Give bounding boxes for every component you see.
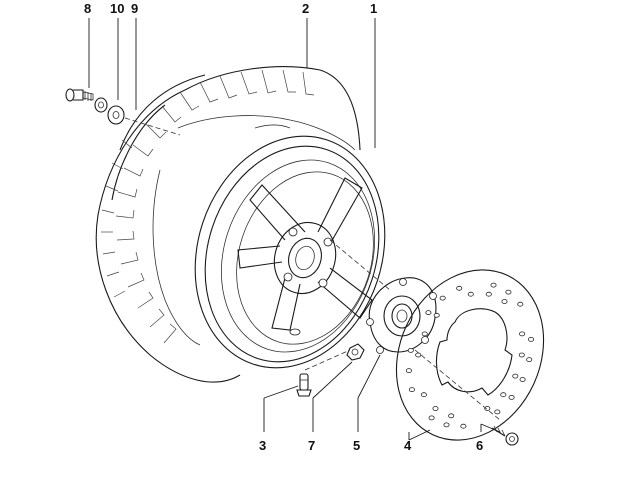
disc-vent-hole (519, 377, 526, 382)
disc-vent-hole (512, 373, 519, 379)
disc-vent-hole (456, 285, 463, 291)
tire (95, 66, 361, 383)
disc-vent-hole (484, 406, 491, 411)
wheel-rim (194, 135, 386, 369)
disc-vent-hole (485, 291, 492, 297)
callout-7: 7 (308, 438, 315, 453)
disc-vent-hole (467, 291, 474, 297)
callout-2: 2 (302, 1, 309, 16)
disc-vent-hole (439, 295, 446, 301)
spring-washer (94, 97, 108, 113)
disc-vent-hole (519, 331, 526, 337)
disc-vent-hole (526, 357, 533, 363)
callout-1: 1 (370, 1, 377, 16)
flat-washer (107, 105, 125, 125)
disc-vent-hole (500, 392, 507, 398)
disc-vent-hole (405, 368, 412, 374)
hub-nut (346, 343, 365, 361)
axis-line (329, 239, 391, 291)
disc-vent-hole (528, 336, 535, 342)
callout-6: 6 (476, 438, 483, 453)
disc-vent-hole (433, 312, 440, 318)
disc-vent-hole (518, 352, 525, 358)
callout-3: 3 (259, 438, 266, 453)
brake-disc (395, 269, 545, 441)
disc-vent-hole (448, 413, 455, 419)
wheel-bolt (65, 88, 94, 102)
tire-valve (296, 373, 312, 397)
callout-8: 8 (84, 1, 91, 16)
disc-vent-hole (428, 415, 435, 421)
disc-vent-hole (508, 394, 515, 400)
disc-vent-hole (494, 409, 501, 415)
disc-vent-hole (408, 387, 415, 393)
disc-vent-hole (443, 422, 450, 428)
disc-vent-hole (517, 301, 524, 307)
disc-vent-hole (432, 406, 439, 411)
callout-4: 4 (404, 438, 412, 453)
callout-5: 5 (353, 438, 360, 453)
hub-flange (366, 277, 437, 354)
axis-line (124, 117, 181, 136)
axis-line (414, 349, 501, 421)
disc-vent-hole (460, 423, 467, 429)
disc-vent-hole (425, 310, 432, 316)
disc-vent-hole (420, 392, 427, 398)
disc-vent-hole (407, 347, 414, 353)
disc-vent-hole (490, 282, 497, 288)
axis-line (304, 349, 351, 371)
disc-vent-hole (501, 299, 508, 304)
callout-9: 9 (131, 1, 138, 16)
disc-vent-hole (421, 331, 428, 337)
disc-vent-hole (415, 352, 422, 358)
callout-10: 10 (110, 1, 124, 16)
disc-vent-hole (505, 289, 512, 295)
